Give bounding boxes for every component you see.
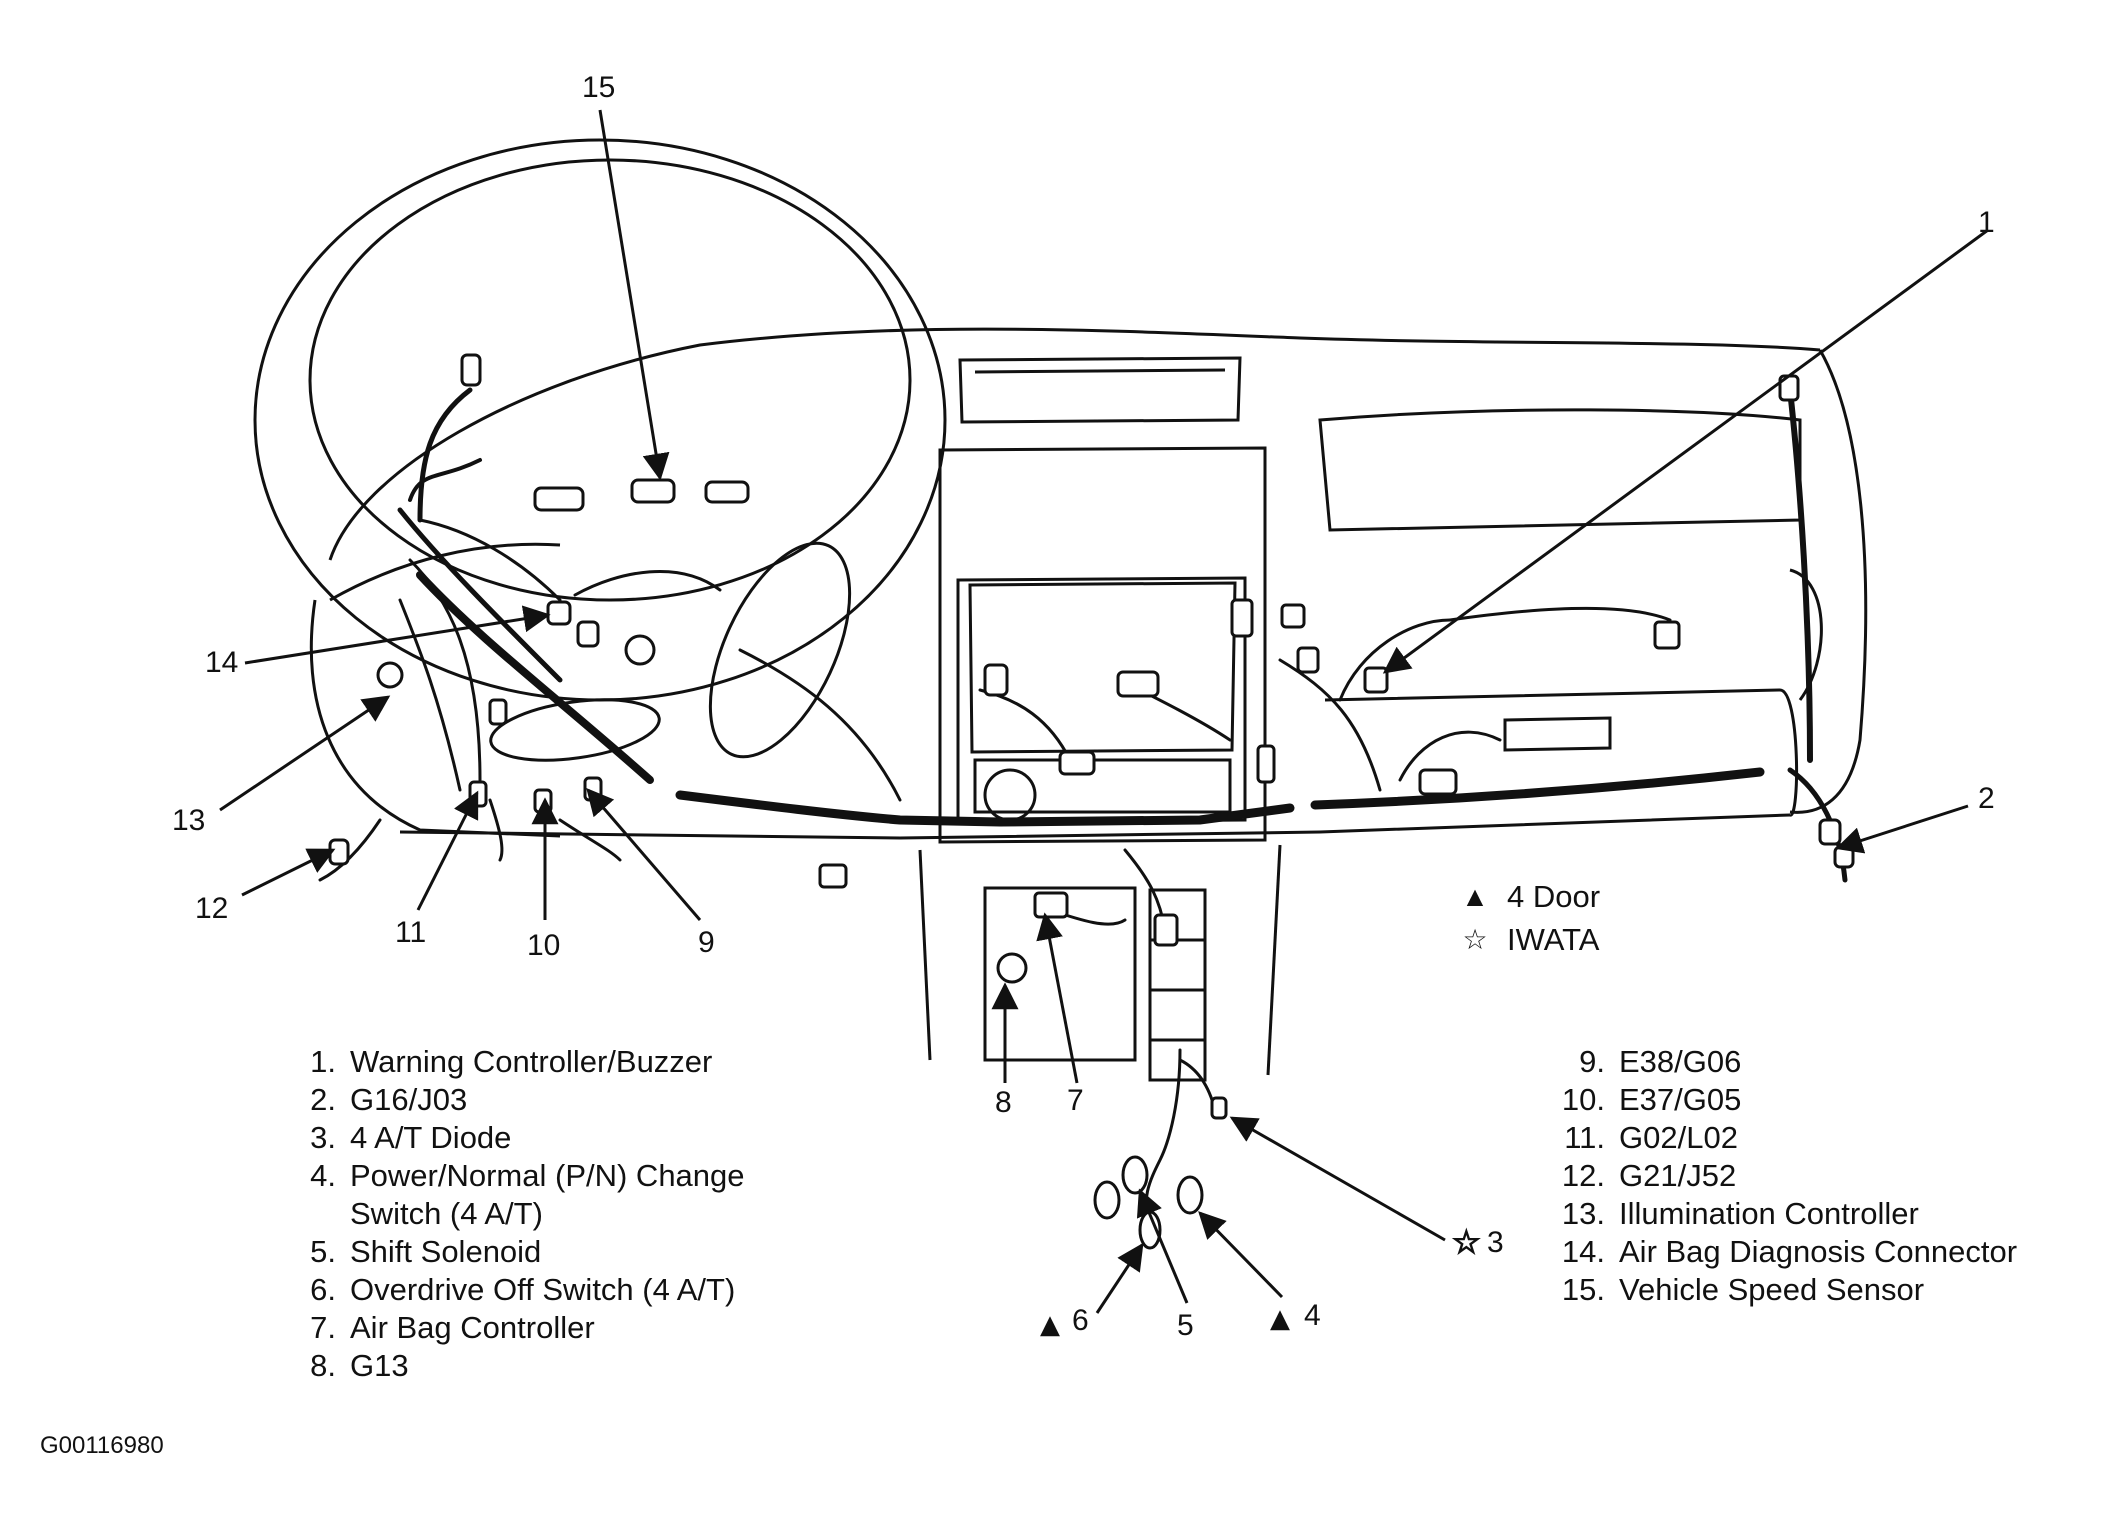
wiring-harness <box>318 387 1848 1232</box>
symbol-key-row: ☆ IWATA <box>1455 918 1600 961</box>
callout-6: 6 <box>1072 1304 1089 1337</box>
legend-item-number: 6. <box>310 1272 336 1307</box>
legend-item: 4. Power/Normal (P/N) Change <box>298 1157 745 1195</box>
callout-4: 4 <box>1304 1299 1321 1332</box>
triangle-icon: ▲ <box>1040 1310 1060 1340</box>
callout-12: 12 <box>195 892 228 925</box>
legend-item-text: 4 A/T Diode <box>350 1120 512 1155</box>
legend-item-number: 14. <box>1561 1234 1605 1269</box>
legend-item: Switch (4 A/T) <box>298 1195 745 1233</box>
legend-item-text: E38/G06 <box>1619 1044 1742 1079</box>
star-icon: ☆ <box>1462 924 1488 955</box>
legend-item: 8. G13 <box>298 1347 745 1385</box>
legend-item: 3. 4 A/T Diode <box>298 1119 745 1157</box>
callout-13: 13 <box>172 804 205 837</box>
legend-item-text: Shift Solenoid <box>350 1234 542 1269</box>
legend-item-text: G21/J52 <box>1619 1158 1737 1193</box>
callout-symbols: ☆ ▲ ▲ <box>1040 1222 1481 1340</box>
legend-item-number: 8. <box>310 1348 336 1383</box>
legend-item: 2. G16/J03 <box>298 1081 745 1119</box>
connectors <box>328 353 1855 1250</box>
callout-9: 9 <box>698 926 715 959</box>
leader-6 <box>1095 1242 1144 1314</box>
legend-item-number: 10. <box>1561 1082 1605 1117</box>
legend-item-number: 15. <box>1561 1272 1605 1307</box>
triangle-icon: ▲ <box>1270 1304 1290 1334</box>
callout-15: 15 <box>582 71 615 104</box>
callout-10: 10 <box>527 929 560 962</box>
legend-item: 14. Air Bag Diagnosis Connector <box>1550 1233 2017 1271</box>
legend-item-text: Warning Controller/Buzzer <box>350 1044 713 1079</box>
triangle-icon: ▲ <box>1461 881 1489 912</box>
dashboard-outline <box>309 327 1868 840</box>
legend-item-number: 4. <box>310 1158 336 1193</box>
symbol-key: ▲ 4 Door ☆ IWATA <box>1455 875 1600 961</box>
leader-5 <box>1136 1188 1189 1304</box>
legend-item-number: 2. <box>310 1082 336 1117</box>
leader-15 <box>598 109 670 481</box>
legend-item-text: Switch (4 A/T) <box>350 1196 543 1231</box>
legend-item-text: G13 <box>350 1348 409 1383</box>
legend-item-text: Vehicle Speed Sensor <box>1619 1272 1925 1307</box>
callout-1: 1 <box>1978 206 1995 239</box>
leader-2 <box>1835 804 1969 854</box>
legend-item-number <box>298 1195 336 1233</box>
legend-item: 11. G02/L02 <box>1550 1119 2017 1157</box>
leader-9 <box>586 787 702 921</box>
legend-item: 15. Vehicle Speed Sensor <box>1550 1271 2017 1309</box>
legend-item-text: Overdrive Off Switch (4 A/T) <box>350 1272 736 1307</box>
legend-item-text: Power/Normal (P/N) Change <box>350 1158 745 1193</box>
legend-item: 7. Air Bag Controller <box>298 1309 745 1347</box>
callout-11: 11 <box>395 916 426 949</box>
legend-item-number: 7. <box>310 1310 336 1345</box>
legend-item-text: G02/L02 <box>1619 1120 1738 1155</box>
callout-8: 8 <box>995 1086 1012 1119</box>
leader-4 <box>1198 1211 1284 1299</box>
legend-item: 12. G21/J52 <box>1550 1157 2017 1195</box>
legend-item-number: 1. <box>310 1044 336 1079</box>
leader-13 <box>219 695 391 812</box>
legend-item-number: 13. <box>1561 1196 1605 1231</box>
callout-7: 7 <box>1067 1084 1084 1117</box>
symbol-key-label: 4 Door <box>1507 879 1601 914</box>
legend-item-number: 9. <box>1579 1044 1605 1079</box>
legend-item: 9. E38/G06 <box>1550 1043 2017 1081</box>
symbol-key-row: ▲ 4 Door <box>1455 875 1600 918</box>
legend-item: 6. Overdrive Off Switch (4 A/T) <box>298 1271 745 1309</box>
leader-7 <box>1036 912 1079 1084</box>
legend-item: 13. Illumination Controller <box>1550 1195 2017 1233</box>
figure-id: G00116980 <box>40 1432 164 1459</box>
leader-3 <box>1229 1116 1446 1242</box>
leader-11 <box>416 790 479 911</box>
leader-14 <box>244 605 551 665</box>
legend-item: 1. Warning Controller/Buzzer <box>298 1043 745 1081</box>
callout-3: 3 <box>1487 1226 1504 1259</box>
legend-item-text: Air Bag Diagnosis Connector <box>1619 1234 2018 1269</box>
callout-numbers: 1 2 3 4 5 6 7 8 9 10 11 12 13 14 15 <box>172 71 1995 1342</box>
leader-1 <box>1382 228 1989 674</box>
legend-item-text: Air Bag Controller <box>350 1310 595 1345</box>
leader-arrows <box>219 109 1989 1314</box>
legend-item-number: 5. <box>310 1234 336 1269</box>
legend-left: 1. Warning Controller/Buzzer 2. G16/J03 3. 4 … <box>298 1043 745 1385</box>
legend-item-text: E37/G05 <box>1619 1082 1742 1117</box>
legend-item-number: 3. <box>310 1120 336 1155</box>
symbol-key-label: IWATA <box>1507 922 1600 957</box>
legend-item: 10. E37/G05 <box>1550 1081 2017 1119</box>
callout-2: 2 <box>1978 782 1995 815</box>
steering-wheel <box>253 138 947 762</box>
callout-5: 5 <box>1177 1309 1194 1342</box>
legend-item-text: G16/J03 <box>350 1082 468 1117</box>
center-console-outline <box>918 356 1282 1082</box>
legend-item: 5. Shift Solenoid <box>298 1233 745 1271</box>
legend-item-number: 12. <box>1561 1158 1605 1193</box>
legend-item-text: Illumination Controller <box>1619 1196 1919 1231</box>
callout-14: 14 <box>205 646 238 679</box>
leader-12 <box>241 848 336 897</box>
legend-item-number: 11. <box>1564 1120 1605 1155</box>
star-icon: ☆ <box>1452 1223 1481 1261</box>
